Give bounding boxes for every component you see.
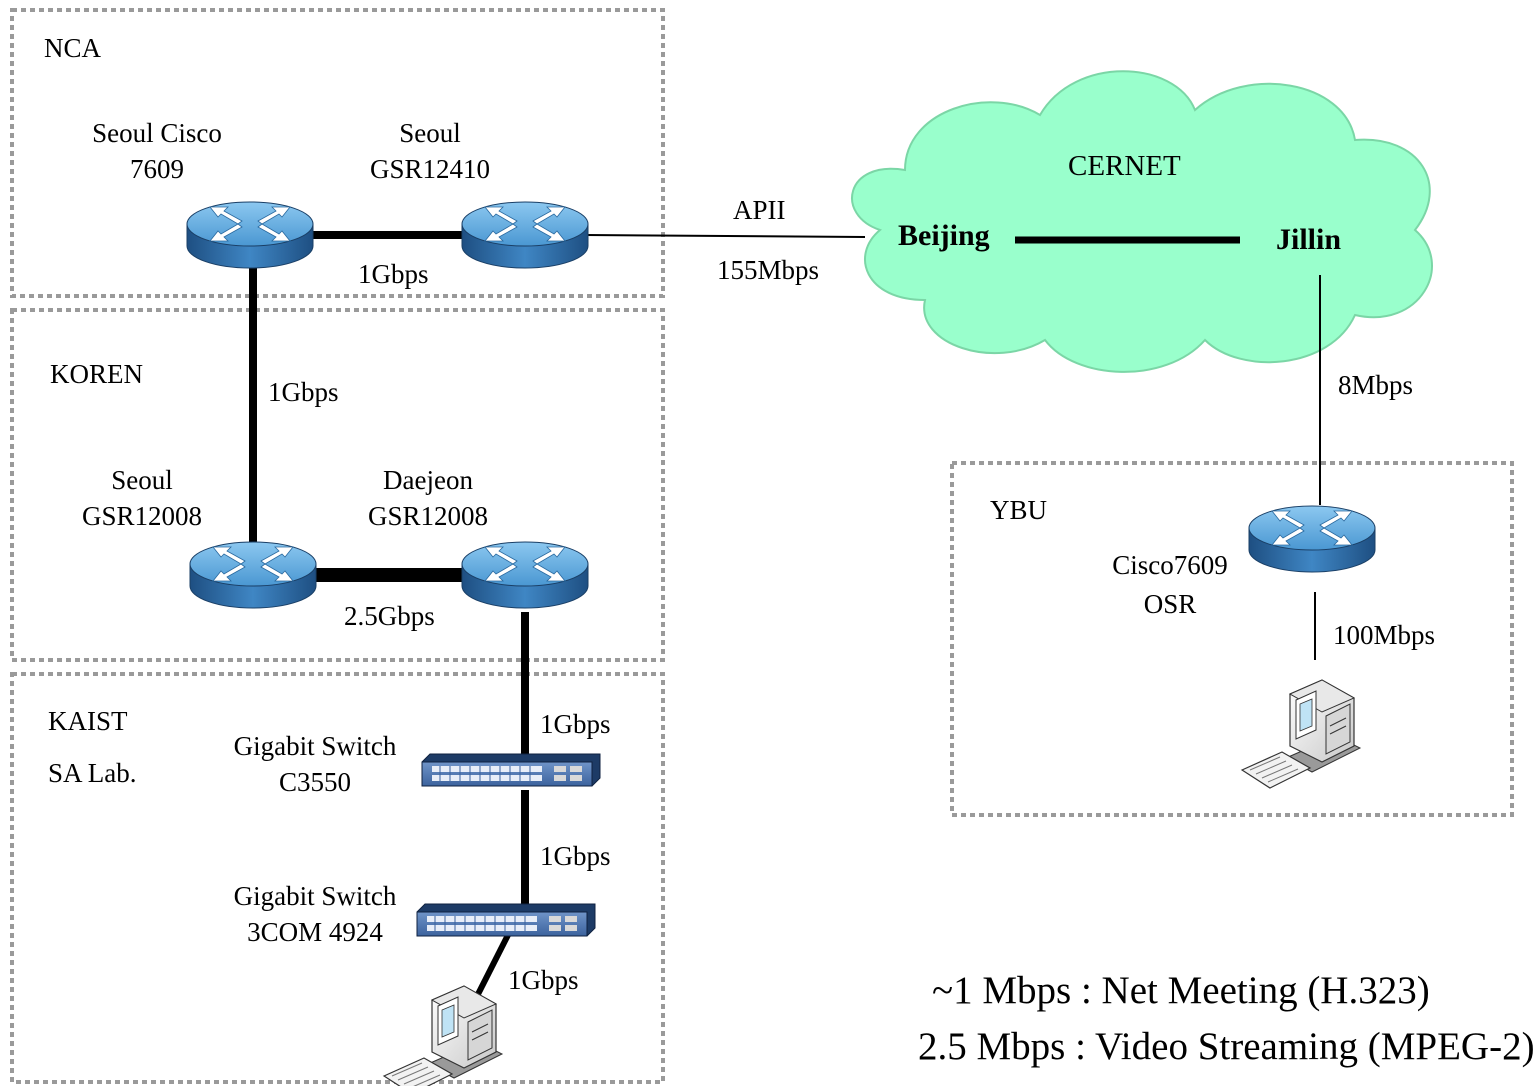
device-label-seoul-cisco: Seoul Cisco [92, 118, 222, 148]
zone-koren [10, 308, 665, 662]
link-label-nca: 1Gbps [358, 259, 429, 289]
device-label-switch-3com-model: 3COM 4924 [247, 917, 383, 947]
router-seoul-cisco-7609 [186, 201, 314, 269]
switch-c3550 [421, 753, 601, 787]
link-label-switch1-switch2: 1Gbps [540, 841, 611, 871]
device-label-daejeon: Daejeon [383, 465, 473, 495]
device-label-switch-c3550: Gigabit Switch [233, 731, 397, 761]
computer-ybu [1241, 679, 1361, 789]
device-label-ybu-router: Cisco7609 [1112, 550, 1228, 580]
cloud-label-beijing: Beijing [898, 219, 990, 252]
device-label-seoul-gsr12008-model: GSR12008 [81, 501, 203, 531]
link-label-jillin-ybu: 8Mbps [1338, 370, 1414, 400]
link-apii [584, 234, 866, 238]
device-label-seoul-gsr12008: Seoul [111, 465, 173, 495]
zone-kaist [10, 672, 665, 1084]
link-label-switch2-pc: 1Gbps [508, 965, 579, 995]
link-label-daejeon-switch1: 1Gbps [540, 709, 611, 739]
device-label-seoul-gsr12410-model: GSR12410 [369, 154, 491, 184]
router-daejeon-gsr12008 [461, 541, 589, 609]
router-seoul-gsr12008 [189, 541, 317, 609]
link-label-nca-koren: 1Gbps [268, 377, 339, 407]
zone-label-ybu: YBU [990, 495, 1048, 525]
zone-label-nca: NCA [44, 33, 102, 63]
zone-label-kaist: KAIST [48, 706, 128, 736]
cernet-cloud [851, 70, 1433, 373]
network-diagram [10, 8, 1514, 1086]
device-label-ybu-router-model: OSR [1143, 589, 1197, 619]
device-label-switch-c3550-model: C3550 [278, 767, 351, 797]
device-label-seoul-cisco-model: 7609 [130, 154, 184, 184]
switch-3com-4924 [416, 903, 596, 937]
link-label-apii-speed: 155Mbps [717, 255, 820, 285]
link-label-koren: 2.5Gbps [344, 601, 435, 631]
note-netmeeting: ~1 Mbps : Net Meeting (H.323) [932, 969, 1430, 1012]
device-label-switch-3com: Gigabit Switch [233, 881, 397, 911]
zone-nca [10, 8, 665, 298]
zone-label-sa-lab: SA Lab. [48, 758, 137, 788]
link-label-apii: APII [733, 195, 786, 225]
note-video-streaming: 2.5 Mbps : Video Streaming (MPEG-2) [918, 1025, 1535, 1068]
device-label-daejeon-model: GSR12008 [367, 501, 489, 531]
zone-ybu [950, 461, 1514, 817]
router-seoul-gsr12410 [461, 201, 589, 269]
cloud-label-cernet: CERNET [1068, 150, 1181, 182]
zone-label-koren: KOREN [50, 359, 143, 389]
device-label-seoul-gsr12410: Seoul [399, 118, 461, 148]
cloud-label-jillin: Jillin [1276, 223, 1342, 256]
link-label-ybu-pc: 100Mbps [1333, 620, 1436, 650]
computer-kaist [383, 985, 503, 1086]
